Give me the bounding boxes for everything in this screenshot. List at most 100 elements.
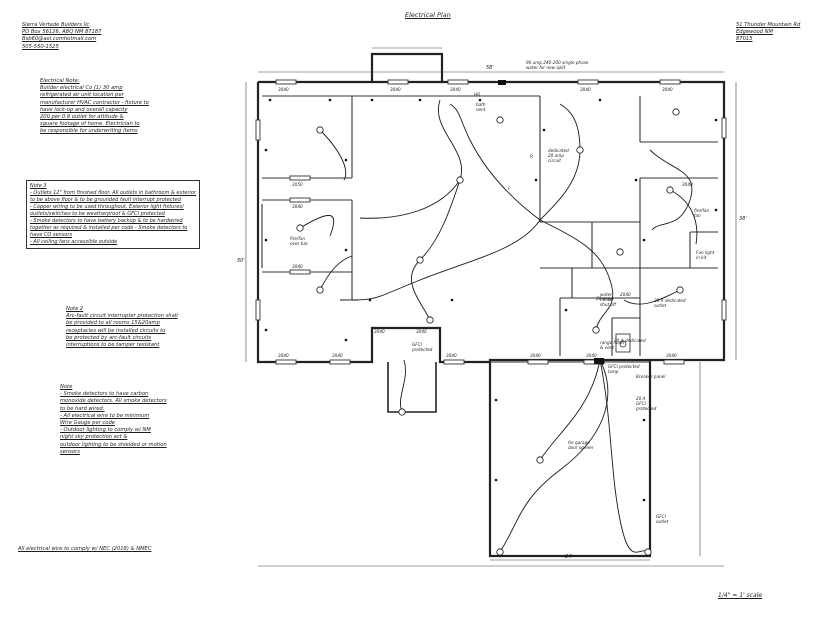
window-label: 3040 bbox=[416, 329, 427, 334]
contractor-block: Sierra Vertede Builders llc PO Box 56126… bbox=[22, 22, 101, 51]
dimension-label: 50' bbox=[237, 258, 245, 264]
outlet-icon bbox=[642, 498, 646, 502]
note-line: interruptions to be tamper resistant bbox=[66, 342, 160, 349]
note-line: - Smoke detectors to have battery backup… bbox=[30, 218, 183, 224]
outlet-icon bbox=[714, 208, 718, 212]
contractor-line: Bsb60@aol.comhotmail.com bbox=[22, 36, 97, 43]
note-line: night sky protection act & bbox=[60, 434, 128, 441]
ceiling-light-icon bbox=[644, 548, 652, 556]
laundry-callout: 20 amp bbox=[596, 296, 612, 301]
outlet-icon bbox=[564, 308, 568, 312]
window-label: 3040 bbox=[666, 353, 677, 358]
note-line: be protected by arc-fault circuits bbox=[66, 334, 152, 341]
outlet-icon bbox=[634, 178, 638, 182]
note-line: square footage of home. Electrician to bbox=[40, 121, 140, 128]
note-line: monoxide detectors. All smoke detectors bbox=[60, 398, 167, 405]
general-note: Note - Smoke detectors to have carbon mo… bbox=[60, 384, 167, 456]
address-line: Edgewood NM bbox=[736, 29, 773, 36]
ceiling-light-icon bbox=[316, 286, 324, 294]
note-line: Note bbox=[60, 384, 73, 390]
range-hood-callout: range hood& vent bbox=[600, 340, 624, 350]
outlet-icon bbox=[418, 98, 422, 102]
note-line: outdoor lighting to be shielded or motio… bbox=[60, 441, 167, 448]
dimension-label: 38' bbox=[739, 216, 747, 222]
outlet-icon bbox=[534, 178, 538, 182]
outlet-icon bbox=[264, 148, 268, 152]
window-label: 3040 bbox=[390, 87, 401, 92]
address-line: 87015 bbox=[736, 36, 753, 43]
ceiling-light-icon bbox=[676, 286, 684, 294]
dimension-label: 58' bbox=[486, 65, 494, 71]
window-label: 3040 bbox=[278, 353, 289, 358]
window-labels: 3040 3040 3040 3040 3040 3050 3040 3040 … bbox=[278, 87, 693, 358]
outlet-icon bbox=[328, 98, 332, 102]
window-label: 3040 bbox=[374, 329, 385, 334]
outlet-icon bbox=[344, 158, 348, 162]
ceiling-light-icon bbox=[496, 116, 504, 124]
note-line: sensors bbox=[60, 448, 80, 455]
light-fixtures bbox=[296, 108, 684, 556]
ceiling-light-icon bbox=[666, 186, 674, 194]
outlet-icon bbox=[344, 248, 348, 252]
service-meter-icon bbox=[498, 80, 506, 85]
breaker-panel-icon bbox=[594, 358, 604, 364]
dimension-values: 58' 38' 50' 24' bbox=[237, 65, 747, 560]
note-line: have CO sensors bbox=[30, 232, 73, 238]
exterior-walls bbox=[256, 52, 726, 558]
window-label: 3040 bbox=[580, 87, 591, 92]
ceiling-light-icon bbox=[672, 108, 680, 116]
dimension-lines bbox=[245, 47, 737, 567]
outlet-icon bbox=[268, 98, 272, 102]
window-label: 3040 bbox=[292, 204, 303, 209]
ceiling-light-icon bbox=[456, 176, 464, 184]
outlet-icon bbox=[494, 398, 498, 402]
note-line: 200 per 0.9 outlet for attitude & bbox=[40, 114, 124, 121]
outlet-icon bbox=[450, 298, 454, 302]
ceiling-light-icon bbox=[416, 256, 424, 264]
contractor-line: 505-550-1525 bbox=[22, 43, 59, 50]
note-line: to be hard wired. bbox=[60, 405, 105, 412]
note-line: Wire Gauge per code bbox=[60, 420, 115, 427]
window-label: 3040 bbox=[662, 87, 673, 92]
outlet-icon bbox=[598, 98, 602, 102]
drawing-title: Electrical Plan bbox=[405, 11, 451, 19]
project-address: 51 Thunder Mountain Rd Edgewood NM 87015 bbox=[736, 22, 800, 44]
note-line: be provided to all rooms 15&20amp bbox=[66, 320, 160, 327]
hose-bib-callout: HB bbox=[474, 92, 480, 97]
ceiling-light-icon bbox=[398, 408, 406, 416]
fireplace-callout: F bbox=[508, 186, 511, 191]
dimension-label: 24' bbox=[565, 554, 573, 560]
note-line: - Smoke detectors to have carbon bbox=[60, 391, 149, 398]
note-line: - Copper wiring to be used throughout. E… bbox=[30, 204, 184, 210]
breaker-panel-callout: Breaker panel bbox=[636, 374, 666, 379]
window-label: 2040 bbox=[620, 292, 631, 297]
ceiling-light-icon bbox=[616, 248, 624, 256]
bottom-code-note: All electrical wire to comply w/ NEC (20… bbox=[18, 546, 152, 552]
window-label: 3040 bbox=[586, 353, 597, 358]
range-callout: R bbox=[530, 154, 533, 159]
outlet-icon bbox=[368, 298, 372, 302]
outlet-icon bbox=[264, 238, 268, 242]
window-label: 3040 bbox=[446, 353, 457, 358]
note-line: manufacturer HVAC contractor - fixture t… bbox=[40, 99, 149, 106]
address-line: 51 Thunder Mountain Rd bbox=[736, 22, 801, 28]
note-line: Note 3 bbox=[30, 183, 47, 189]
wiring-runs bbox=[299, 99, 698, 553]
note-line: receptacles will be installed circuits t… bbox=[66, 327, 166, 334]
note-line: - All electrical wire to be minimum bbox=[60, 412, 150, 419]
note-line: outlets/switches to be weatherproof & GF… bbox=[30, 211, 165, 217]
note-line: - Outlets 12" from finished floor. All o… bbox=[30, 190, 197, 196]
note-line: be responsible for underwriting items bbox=[40, 128, 138, 135]
window-label: 3040 bbox=[292, 264, 303, 269]
note-line: Note 2 bbox=[66, 306, 84, 312]
window-label: 3040 bbox=[332, 353, 343, 358]
